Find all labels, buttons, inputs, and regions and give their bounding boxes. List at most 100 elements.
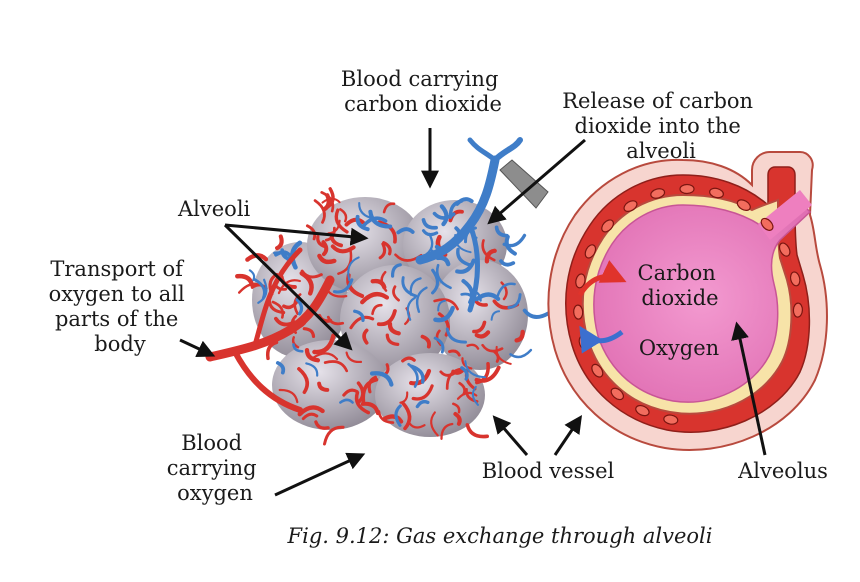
capillary-segment-blue [469, 289, 482, 302]
arrow-alveoli-2 [223, 223, 353, 351]
capillary-segment-red [481, 239, 496, 262]
red-blood-cell [736, 199, 751, 211]
figure-caption: Fig. 9.12: Gas exchange through alveoli [287, 524, 713, 548]
arrow-alveoli-1 [224, 223, 369, 246]
capillary-segment-blue [409, 277, 422, 296]
red-blood-cell [601, 219, 614, 233]
capillary-segment-blue [435, 263, 452, 290]
capillary-segment-red [317, 253, 337, 265]
capillary-segment-red [334, 208, 349, 234]
capillary-segment-red [362, 328, 369, 345]
capillary-segment-red [514, 329, 525, 343]
capillary-segment-blue [415, 286, 428, 313]
capillary-segment-blue [421, 218, 438, 230]
capillary-segment-red [300, 269, 323, 279]
red-blood-cell [584, 244, 597, 259]
capillary-segment-blue [433, 305, 455, 323]
capillary-segment-red [445, 367, 463, 390]
capillary-segment-red [297, 367, 310, 394]
capillary-segment-red [420, 334, 431, 349]
capillary-segment-red [465, 423, 489, 439]
capillary-segment-red [320, 191, 335, 213]
red-blood-cell [575, 273, 586, 289]
capillary-segment-blue [295, 298, 304, 316]
capillary-segment-blue [431, 268, 440, 295]
co2-exchange-arrow [577, 260, 627, 297]
label-blood-carrying-co2: Blood carrying carbon dioxide [341, 67, 505, 116]
capillary-segment-blue [290, 240, 303, 270]
capillary-segment-blue [394, 404, 402, 427]
capillary-segment-red [326, 315, 345, 326]
capillary-segment-red [411, 384, 434, 401]
red-blood-cell [591, 363, 604, 378]
capillary-segment-red [311, 352, 339, 361]
capillary-segment-blue [415, 399, 430, 409]
capillary-segment-blue [455, 197, 474, 206]
pointer-arrows [179, 128, 767, 497]
label-transport-oxygen: Transport of oxygen to all parts of the … [49, 257, 192, 356]
arrow-transport-oxygen [179, 338, 216, 358]
capillary-segment-red [382, 414, 404, 424]
capillary-segment-red [474, 365, 501, 383]
capillary-segment-blue [496, 282, 516, 298]
capillary-segment-blue [499, 259, 516, 267]
capillary-segment-blue [437, 299, 446, 312]
capillary-segment-blue [410, 364, 425, 384]
capillary-segment-red [408, 422, 426, 429]
alveolus [593, 194, 812, 403]
red-blood-cell [610, 387, 624, 401]
capillary-segment-red [458, 381, 466, 396]
red-blood-cell [635, 404, 650, 417]
capillary-segment-blue [460, 366, 469, 381]
red-blood-cell [663, 414, 679, 425]
capillary-segment-red [314, 420, 330, 430]
capillary-segment-red [382, 202, 396, 214]
capillary-segment-red [401, 401, 412, 431]
capillary-segment-red [271, 300, 285, 319]
label-oxygen: Oxygen [639, 336, 719, 360]
capillary-segment-blue [361, 216, 388, 228]
capillary-segment-blue [474, 292, 501, 302]
capillary-segment-red [387, 321, 401, 336]
capillary-segment-red [360, 401, 380, 416]
capillary-segment-red [484, 248, 497, 264]
capillary-segment-red [323, 425, 345, 446]
capillary-segment-red [326, 187, 335, 209]
capillary-segment-red [354, 390, 371, 415]
capillary-segment-red [466, 343, 480, 350]
red-blood-cell [573, 304, 584, 320]
capillary-segment-red [323, 360, 349, 373]
capillary-segment-blue [275, 361, 286, 375]
capillary-segment-blue [339, 398, 354, 404]
capillary-segment-red [342, 388, 359, 397]
arrow-blood-vessel-left [492, 415, 529, 456]
capillary-segment-blue [456, 247, 472, 267]
capillary-segment-red [392, 285, 400, 302]
arrow-release-co2 [487, 138, 586, 225]
capillary-segment-blue [455, 258, 476, 274]
o2-exchange-arrow [579, 325, 624, 354]
capillary-segment-blue [248, 269, 256, 282]
red-blood-cell [709, 187, 724, 199]
capillary-segment-red [370, 278, 387, 290]
capillary-segment-blue [369, 371, 394, 387]
capillary-segment-red [278, 388, 299, 404]
capillary-segment-red [448, 349, 461, 357]
red-blood-cell [789, 271, 801, 287]
label-carbon-dioxide: Carbon dioxide [638, 261, 723, 310]
red-blood-cell [650, 188, 666, 199]
capillary-segment-red [440, 422, 454, 440]
capillary-segment-red [433, 298, 459, 311]
capillary-segment-blue [401, 276, 418, 298]
red-blood-cell [792, 302, 804, 318]
capillary-segment-blue [464, 360, 487, 379]
capillary-segment-red [317, 381, 330, 392]
capillary-segment-red [360, 291, 390, 305]
capillary-segment-red [452, 402, 461, 414]
capillary-segment-blue [432, 211, 456, 220]
capillary-segment-red [378, 242, 387, 260]
capillary-segment-red [495, 345, 512, 365]
capillary-segment-red [401, 356, 416, 363]
capillary-segment-red [377, 220, 397, 244]
alveolar-cluster [205, 137, 551, 446]
